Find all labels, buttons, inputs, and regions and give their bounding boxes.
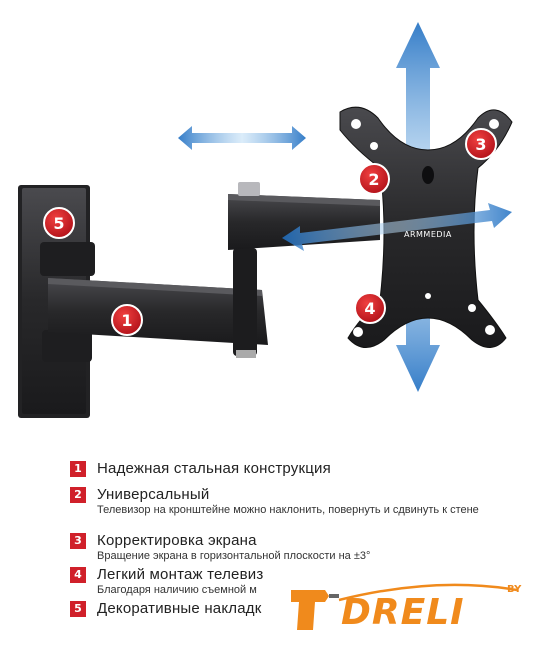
feature-title: Универсальный xyxy=(97,486,210,503)
drill-icon xyxy=(291,590,339,630)
feature-number: 5 xyxy=(70,601,86,617)
feature-number: 4 xyxy=(70,567,86,583)
badge-5: 5 xyxy=(43,207,75,239)
badge-2: 2 xyxy=(358,163,390,195)
svg-text:2: 2 xyxy=(368,170,379,189)
badge-3: 3 xyxy=(465,128,497,160)
swivel-arrow xyxy=(178,126,306,150)
feature-number: 3 xyxy=(70,533,86,549)
plate-brand: ARMMEDIA xyxy=(404,230,452,239)
watermark-text: DRELI xyxy=(341,592,465,633)
svg-text:3: 3 xyxy=(475,135,486,154)
svg-text:1: 1 xyxy=(121,311,132,330)
feature-title: Корректировка экрана xyxy=(97,532,257,549)
badge-1: 1 xyxy=(111,304,143,336)
watermark-logo-graphic: DRELI BY xyxy=(291,583,522,633)
bracket-arm-1 xyxy=(40,242,268,362)
feature-description: Вращение экрана в горизонтальной плоскос… xyxy=(97,550,371,562)
feature-description: Благодаря наличию съемной м xyxy=(97,584,257,596)
bracket-illustration: ARMMEDIA 1 2 3 4 5 xyxy=(18,22,513,418)
svg-text:5: 5 xyxy=(53,214,64,233)
shift-arrow xyxy=(282,203,512,251)
feature-description: Телевизор на кронштейне можно наклонить,… xyxy=(97,504,479,516)
feature-number: 1 xyxy=(70,461,86,477)
feature-title: Легкий монтаж телевиз xyxy=(97,566,264,583)
badge-4: 4 xyxy=(354,292,386,324)
svg-text:4: 4 xyxy=(364,299,375,318)
dreli-logo: DRELI BY xyxy=(285,572,535,640)
feature-number: 2 xyxy=(70,487,86,503)
feature-title: Надежная стальная конструкция xyxy=(97,460,331,477)
feature-title: Декоративные накладк xyxy=(97,600,262,617)
